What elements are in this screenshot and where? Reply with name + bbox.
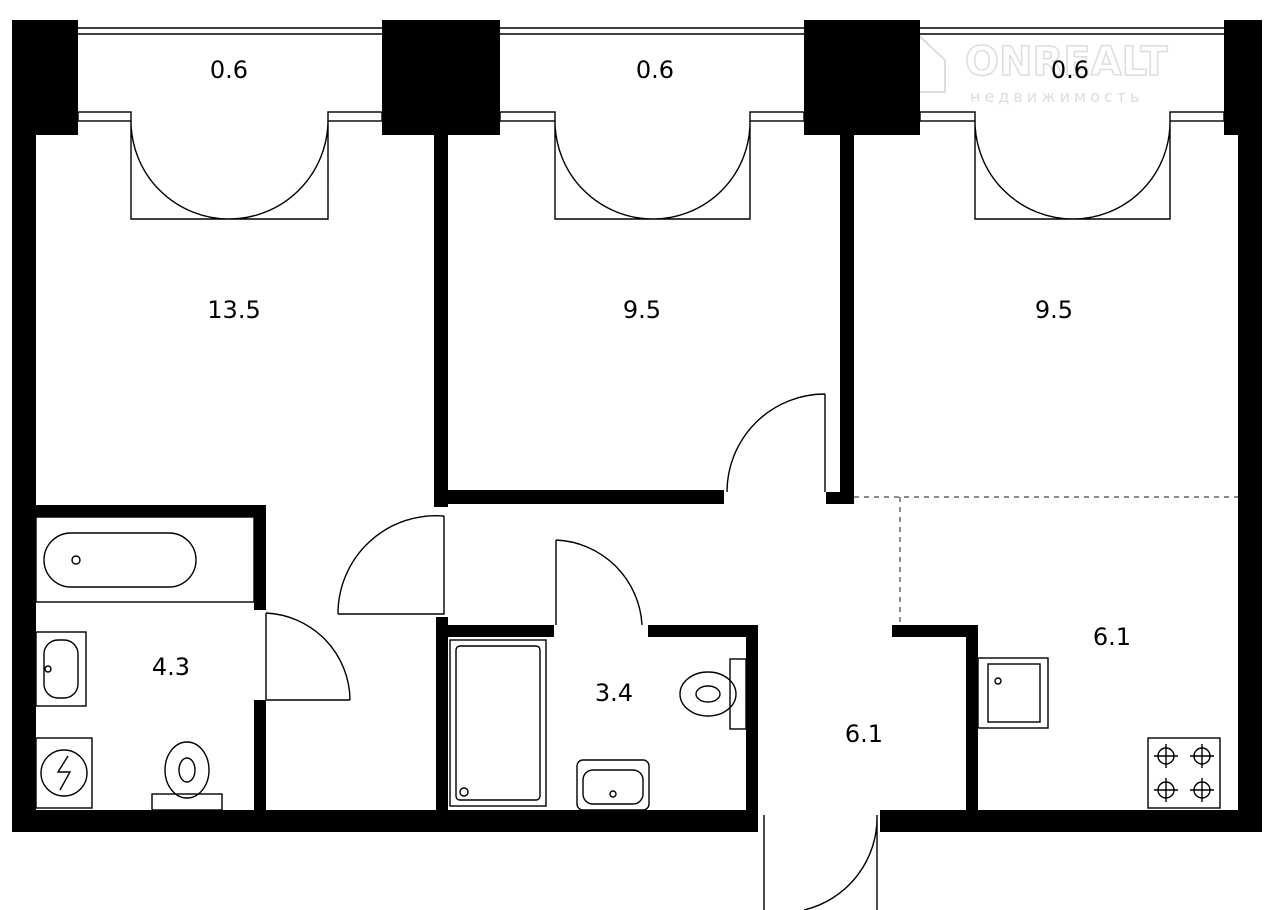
toilet-middle-icon xyxy=(679,658,747,730)
outer-walls xyxy=(12,120,1262,832)
bathroom-middle-area: 3.4 xyxy=(595,679,633,707)
pillar-mid-right xyxy=(804,20,920,135)
bathroom-left-fixtures xyxy=(35,516,255,811)
pillar-left xyxy=(12,20,78,135)
kitchen-area: 6.1 xyxy=(1093,623,1131,651)
bedroom-right-area: 9.5 xyxy=(1035,296,1073,324)
balcony-3-area: 0.6 xyxy=(1051,56,1089,84)
kitchen-sink-icon xyxy=(977,657,1049,729)
watermark-subtitle: недвижимость xyxy=(970,87,1143,106)
area-labels: 0.6 0.6 0.6 13.5 9.5 9.5 4.3 3.4 6.1 6.1 xyxy=(152,56,1131,748)
sink-icon xyxy=(35,631,87,707)
windows xyxy=(77,111,1225,122)
bathroom-left-area: 4.3 xyxy=(152,653,190,681)
hallway-area: 6.1 xyxy=(845,720,883,748)
interior-doors xyxy=(265,393,878,910)
bathtub-icon xyxy=(35,516,255,603)
stove-icon xyxy=(1147,737,1221,809)
balcony-railing xyxy=(78,27,1228,35)
washing-machine-icon xyxy=(35,737,93,809)
balcony-doors xyxy=(130,120,1171,220)
kitchen-zone xyxy=(854,496,1238,625)
watermark: ONREALT недвижимость xyxy=(884,30,1169,106)
toilet-icon xyxy=(151,741,223,811)
balcony-2-area: 0.6 xyxy=(636,56,674,84)
kitchen-fixtures xyxy=(977,657,1221,809)
shower-tray-icon xyxy=(449,639,547,807)
pillar-right xyxy=(1224,20,1262,135)
balcony-1-area: 0.6 xyxy=(210,56,248,84)
bathroom-middle-fixtures xyxy=(449,639,747,811)
watermark-brand: ONREALT xyxy=(965,39,1168,85)
pillar-mid-left xyxy=(382,20,500,135)
bedroom-middle-area: 9.5 xyxy=(623,296,661,324)
interior-walls xyxy=(36,135,978,810)
pillars xyxy=(12,20,1262,135)
bedroom-left-area: 13.5 xyxy=(207,296,260,324)
sink-middle-icon xyxy=(576,759,650,811)
